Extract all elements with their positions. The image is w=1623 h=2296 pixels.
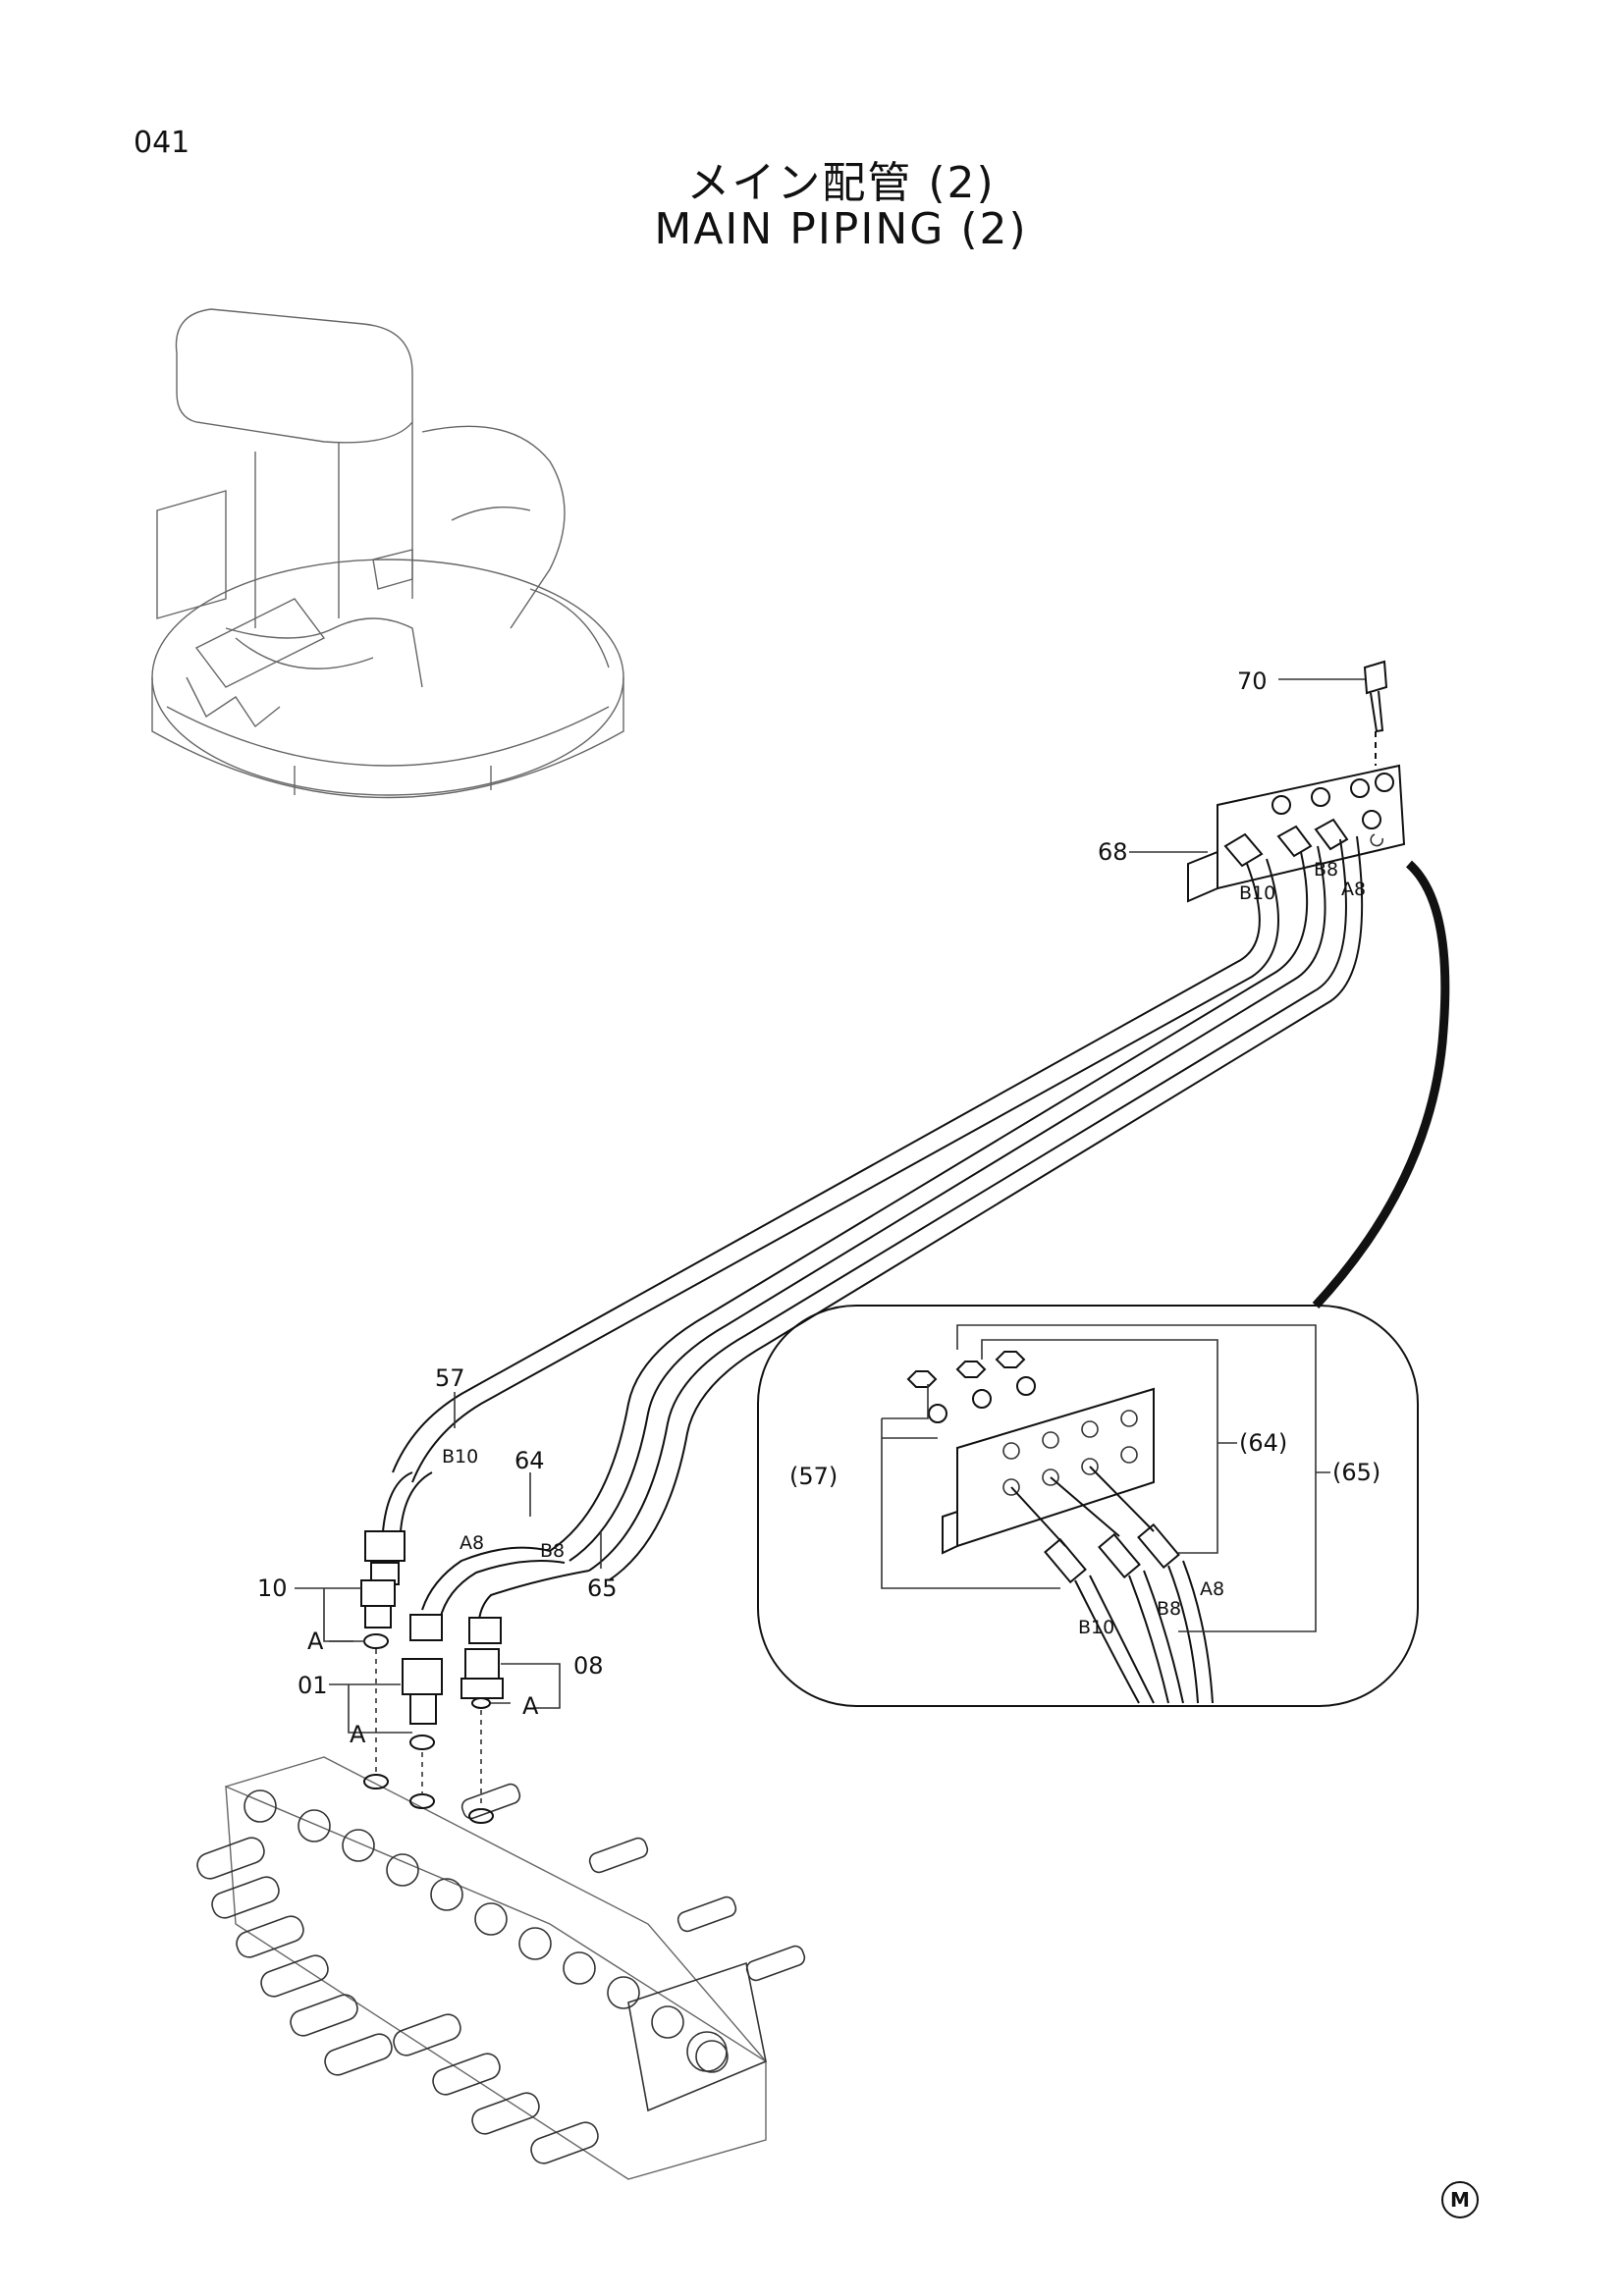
page-title-japanese: メイン配管 (2): [686, 158, 996, 208]
port-a8-bracket: A8: [1341, 879, 1366, 900]
callout-detail-65: (65): [1332, 1459, 1380, 1486]
page-number: 041: [134, 126, 190, 160]
port-a8-detail: A8: [1200, 1578, 1224, 1600]
page-title-english: MAIN PIPING (2): [654, 204, 1028, 254]
pipe-end-fittings: [364, 1471, 590, 1644]
callout-detail-57: (57): [789, 1463, 838, 1490]
leader-lines: [295, 678, 1365, 1734]
port-b10-pipe: B10: [442, 1446, 478, 1468]
port-b8-pipe: B8: [540, 1540, 565, 1562]
control-valve: [196, 1649, 806, 2180]
manufacturer-mark: M: [1441, 2181, 1479, 2218]
bracket-fittings: [1223, 818, 1349, 868]
hose-bundle: [392, 835, 1450, 1581]
adapter-10: [360, 1579, 396, 1649]
adapter-01: [402, 1658, 443, 1750]
callout-labels: 70 68 57 64 65 10 01 08 A A A (57) (64) …: [257, 667, 1380, 1748]
callout-a-ref-01: A: [350, 1721, 366, 1748]
bolt-70: [1363, 660, 1388, 766]
callout-a-ref-10: A: [307, 1628, 324, 1655]
callout-10: 10: [257, 1575, 288, 1602]
callout-a-ref-08: A: [522, 1692, 539, 1720]
callout-57: 57: [435, 1364, 465, 1392]
port-labels: B10 B8 A8 B10 A8 B8 B10 B8 A8: [442, 859, 1366, 1638]
callout-01: 01: [298, 1672, 328, 1699]
callout-detail-64: (64): [1239, 1429, 1287, 1457]
adapter-08: [460, 1648, 504, 1709]
port-b10-detail: B10: [1078, 1617, 1114, 1638]
bracket-68: [1187, 764, 1406, 903]
callout-65: 65: [587, 1575, 618, 1602]
callout-08: 08: [573, 1652, 604, 1680]
port-a8-pipe: A8: [460, 1532, 484, 1554]
detail-inset: [757, 1305, 1419, 1707]
callout-68: 68: [1098, 838, 1128, 866]
port-b10-bracket: B10: [1239, 882, 1275, 904]
machine-overview-illustration: [151, 308, 624, 799]
callout-70: 70: [1237, 667, 1268, 695]
port-b8-detail: B8: [1157, 1598, 1181, 1620]
callout-64: 64: [514, 1447, 545, 1474]
port-b8-bracket: B8: [1314, 859, 1338, 881]
